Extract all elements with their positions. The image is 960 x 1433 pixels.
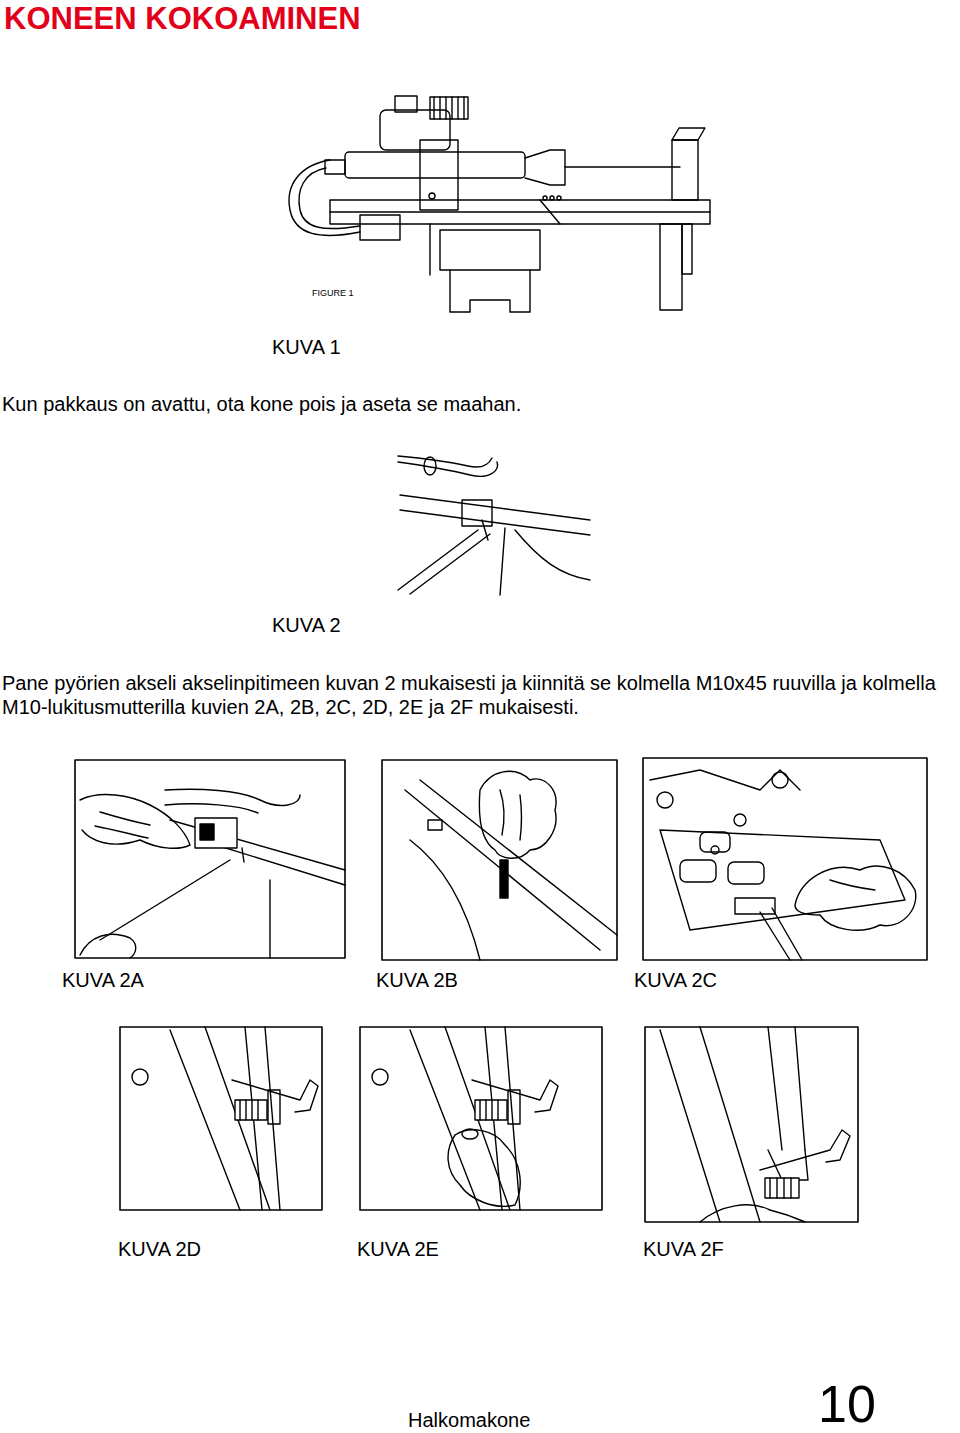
panel-frame <box>75 760 345 958</box>
figure-caption: KUVA 2E <box>357 1237 507 1261</box>
page-number: 10 <box>818 1378 938 1430</box>
panel-2b-drawing <box>405 771 617 960</box>
figure-caption: KUVA 2 <box>272 613 422 637</box>
log-splitter-drawing <box>289 96 710 312</box>
figure-caption: KUVA 2F <box>643 1237 793 1261</box>
panel-2c-drawing <box>650 770 916 960</box>
page-title: KONEEN KOKOAMINEN <box>4 0 361 38</box>
panel-frame <box>382 760 617 960</box>
panel-frame <box>645 1027 858 1222</box>
figure-tag: FIGURE 1 <box>312 288 392 299</box>
figure-caption: KUVA 2B <box>376 968 526 992</box>
figure-caption: KUVA 1 <box>272 335 422 359</box>
panel-2e-drawing <box>372 1027 558 1210</box>
panel-2a-drawing <box>80 789 345 958</box>
figure-caption: KUVA 2D <box>118 1237 268 1261</box>
panel-2d-drawing <box>132 1027 318 1210</box>
panel-2f-drawing <box>660 1027 850 1222</box>
instruction-text: Kun pakkaus on avattu, ota kone pois ja … <box>2 392 942 416</box>
panel-frame <box>120 1027 322 1210</box>
axle-holder-drawing <box>398 456 590 595</box>
panel-frame <box>360 1027 602 1210</box>
panel-frame <box>643 758 927 960</box>
footer-title: Halkomakone <box>408 1408 608 1432</box>
instruction-text: Pane pyörien akseli akselinpitimeen kuva… <box>2 671 957 720</box>
figure-caption: KUVA 2A <box>62 968 212 992</box>
figure-caption: KUVA 2C <box>634 968 784 992</box>
